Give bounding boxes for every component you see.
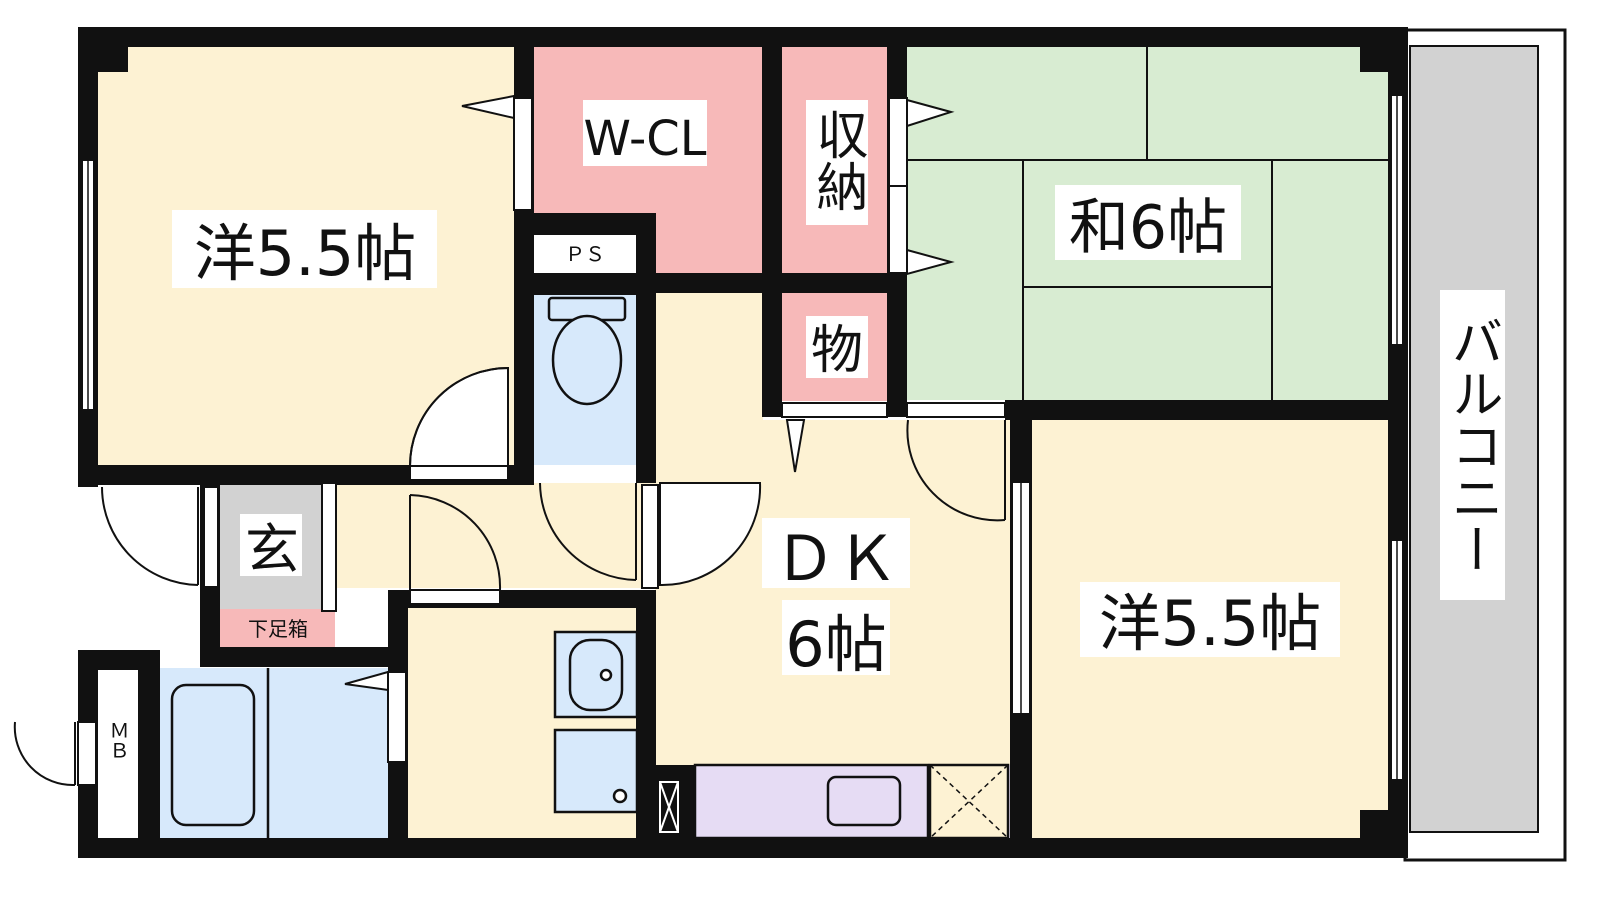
room-label-walk-in-closet: W-CL xyxy=(583,111,706,167)
stove-icon xyxy=(928,763,1010,840)
room-label-west-1: 洋5.5帖 xyxy=(194,217,417,290)
tatami-lines xyxy=(907,45,1389,400)
room-label-west-2: 洋5.5帖 xyxy=(1099,587,1322,660)
bathtub-icon xyxy=(170,668,270,840)
room-label-entrance: 玄 xyxy=(245,518,299,581)
room-label-meter-box: ＭＢ xyxy=(106,720,130,760)
balcony xyxy=(1403,28,1567,862)
balcony-label: バルコニー xyxy=(1442,315,1502,575)
room-label-shoe-box: 下足箱 xyxy=(248,617,308,641)
room-label-japanese: 和6帖 xyxy=(1069,193,1227,263)
room-label-storage: 収納 xyxy=(807,108,867,212)
doors xyxy=(13,94,1006,787)
washbasin-icon xyxy=(553,630,639,719)
kitchen-sink-icon xyxy=(693,763,930,840)
washing-machine-pan-icon xyxy=(553,728,639,814)
toilet-icon xyxy=(547,296,627,406)
room-label-pipe-space: ＰＳ xyxy=(565,242,605,266)
refrigerator-icon xyxy=(659,781,679,833)
floor-fills xyxy=(95,45,1389,840)
room-label-dk-size: 6帖 xyxy=(785,608,886,681)
room-label-dk: ＤＫ xyxy=(774,522,898,595)
openings xyxy=(81,94,1404,781)
room-label-storage-small: 物 xyxy=(811,321,863,381)
